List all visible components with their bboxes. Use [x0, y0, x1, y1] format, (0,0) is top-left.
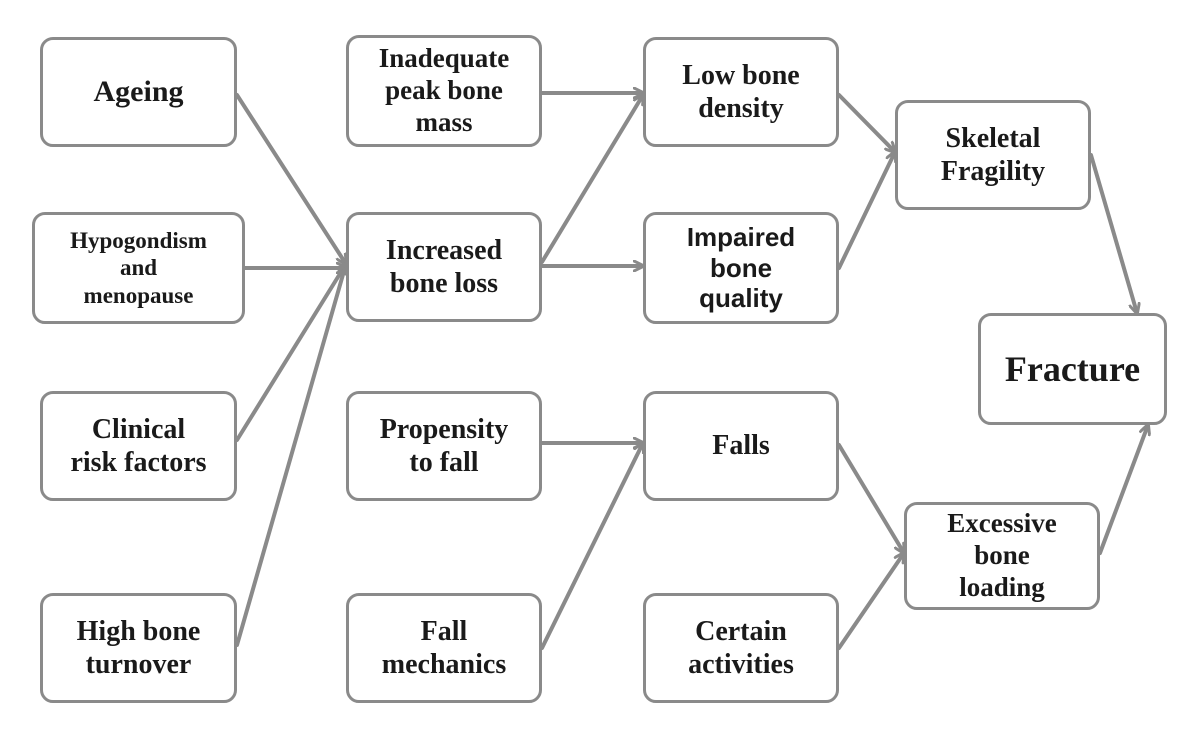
node-skeletal-fragility-label: Skeletal Fragility [940, 122, 1046, 187]
node-clinical-risk-factors-label: Clinical risk factors [70, 413, 207, 478]
node-fracture-label: Fracture [1004, 348, 1141, 389]
node-ageing: Ageing [40, 37, 237, 147]
node-hypogonadism-label: Hypogondism and menopause [70, 228, 207, 308]
node-hypogonadism: Hypogondism and menopause [32, 212, 245, 324]
node-impaired-bone-quality: Impaired bone quality [643, 212, 839, 324]
node-fall-mechanics: Fall mechanics [346, 593, 542, 703]
arrow-increased-loss-to-low-density [540, 95, 643, 264]
node-fracture: Fracture [978, 313, 1167, 425]
arrow-fall-mechanics-to-falls [540, 443, 643, 650]
node-impaired-bone-quality-label: Impaired bone quality [686, 221, 796, 314]
node-high-bone-turnover-label: High bone turnover [76, 615, 201, 680]
node-increased-bone-loss: Increased bone loss [346, 212, 542, 322]
node-inadequate-peak-bone-mass: Inadequate peak bone mass [346, 35, 542, 147]
node-falls-label: Falls [712, 430, 770, 462]
node-certain-activities: Certain activities [643, 593, 839, 703]
node-excessive-bone-loading: Excessive bone loading [904, 502, 1100, 610]
arrow-low-density-to-skeletal-fragility [837, 93, 895, 152]
node-excessive-bone-loading-label: Excessive bone loading [947, 508, 1057, 602]
node-fall-mechanics-label: Fall mechanics [381, 615, 507, 680]
node-propensity-to-fall: Propensity to fall [346, 391, 542, 501]
arrow-ageing-to-increased-loss [235, 93, 346, 264]
node-clinical-risk-factors: Clinical risk factors [40, 391, 237, 501]
arrow-high-turnover-to-increased-loss [235, 264, 346, 647]
arrow-clinical-risk-to-increased-loss [235, 264, 346, 442]
node-skeletal-fragility: Skeletal Fragility [895, 100, 1091, 210]
node-increased-bone-loss-label: Increased bone loss [385, 234, 503, 299]
node-high-bone-turnover: High bone turnover [40, 593, 237, 703]
node-inadequate-peak-bone-mass-label: Inadequate peak bone mass [378, 43, 510, 137]
node-certain-activities-label: Certain activities [688, 615, 794, 680]
arrow-excessive-loading-to-fracture [1098, 425, 1148, 555]
node-propensity-to-fall-label: Propensity to fall [379, 413, 509, 478]
arrow-impaired-quality-to-skeletal-fragility [837, 152, 895, 270]
arrow-skeletal-fragility-to-fracture [1089, 153, 1137, 313]
node-ageing-label: Ageing [93, 75, 184, 109]
node-low-bone-density-label: Low bone density [682, 59, 800, 124]
node-falls: Falls [643, 391, 839, 501]
arrow-certain-activities-to-excessive-loading [837, 553, 904, 650]
node-low-bone-density: Low bone density [643, 37, 839, 147]
arrow-falls-to-excessive-loading [837, 443, 904, 553]
